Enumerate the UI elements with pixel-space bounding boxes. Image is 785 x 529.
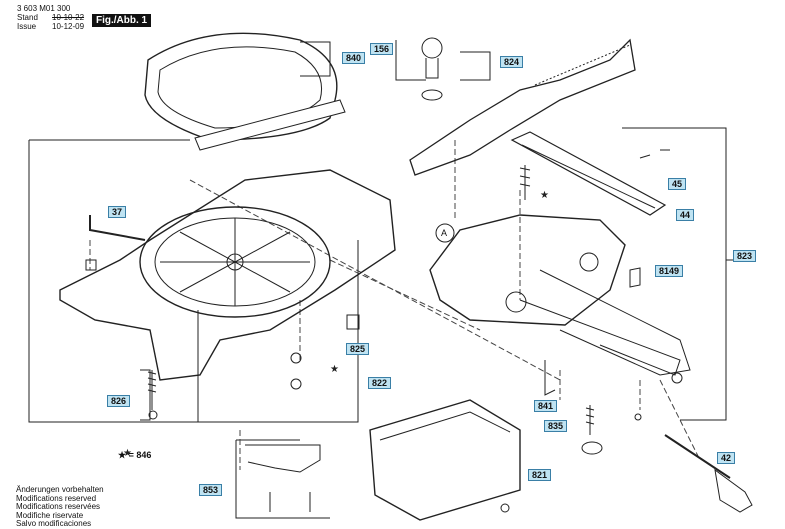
note-line: Änderungen vorbehalten — [16, 485, 104, 494]
callout-822: 822 — [368, 377, 392, 389]
callout-156: 156 — [370, 43, 394, 55]
callout-825: 825 — [346, 343, 370, 355]
view-marker-label: A — [441, 228, 448, 238]
callout-37: 37 — [108, 206, 127, 218]
bracket-853 — [235, 440, 330, 519]
sector-ring — [144, 32, 338, 141]
handle-rod — [664, 434, 731, 479]
stand-label: Stand — [17, 13, 38, 22]
svg-text:★: ★ — [330, 364, 339, 375]
bracket-left-frame — [28, 140, 199, 423]
callout-835: 835 — [544, 420, 568, 432]
support-table — [429, 214, 626, 326]
view-marker-circle — [435, 223, 455, 243]
issue-label: Issue — [17, 22, 37, 31]
callout-821: 821 — [528, 469, 552, 481]
callout-42: 42 — [717, 452, 736, 464]
svg-text:★: ★ — [540, 190, 549, 201]
callout-853: 853 — [199, 484, 223, 496]
fence — [409, 38, 636, 176]
extension-rail — [539, 269, 691, 376]
note-line: Modifications reserved — [16, 493, 97, 503]
bracket-824 — [460, 51, 491, 81]
turntable — [139, 206, 331, 318]
slide-rail — [510, 131, 667, 216]
note-line: Salvo modificaciones — [16, 519, 92, 529]
bracket-823 — [622, 127, 727, 421]
note-line: Modifications reservées — [16, 502, 101, 512]
bracket-840 — [300, 41, 331, 77]
svg-text:★: ★ — [123, 448, 132, 459]
note-line: Modifiche riservate — [16, 510, 84, 520]
bracket-826 — [140, 369, 151, 421]
doc-number: 3 603 M01 300 — [17, 4, 71, 13]
callout-840: 840 — [342, 52, 366, 64]
stand-date: 10-10-22 — [52, 13, 85, 22]
disclaimer-notes: Änderungen vorbehalten Modifications res… — [16, 485, 104, 529]
callout-8149: 8149 — [655, 265, 684, 277]
callout-45: 45 — [668, 178, 687, 190]
star-note: ★ = 846 — [118, 450, 152, 460]
saw-base — [59, 169, 396, 381]
callout-824: 824 — [500, 56, 524, 68]
allen-key — [89, 215, 146, 241]
callout-44: 44 — [676, 209, 695, 221]
issue-date: 10-12-09 — [52, 22, 85, 31]
callout-841: 841 — [534, 400, 558, 412]
bracket-822 — [198, 240, 359, 423]
callout-823: 823 — [733, 250, 757, 262]
cover-housing — [369, 399, 521, 521]
callout-826: 826 — [107, 395, 131, 407]
figure-label: Fig./Abb. 1 — [92, 14, 152, 27]
bracket-156 — [395, 40, 426, 81]
